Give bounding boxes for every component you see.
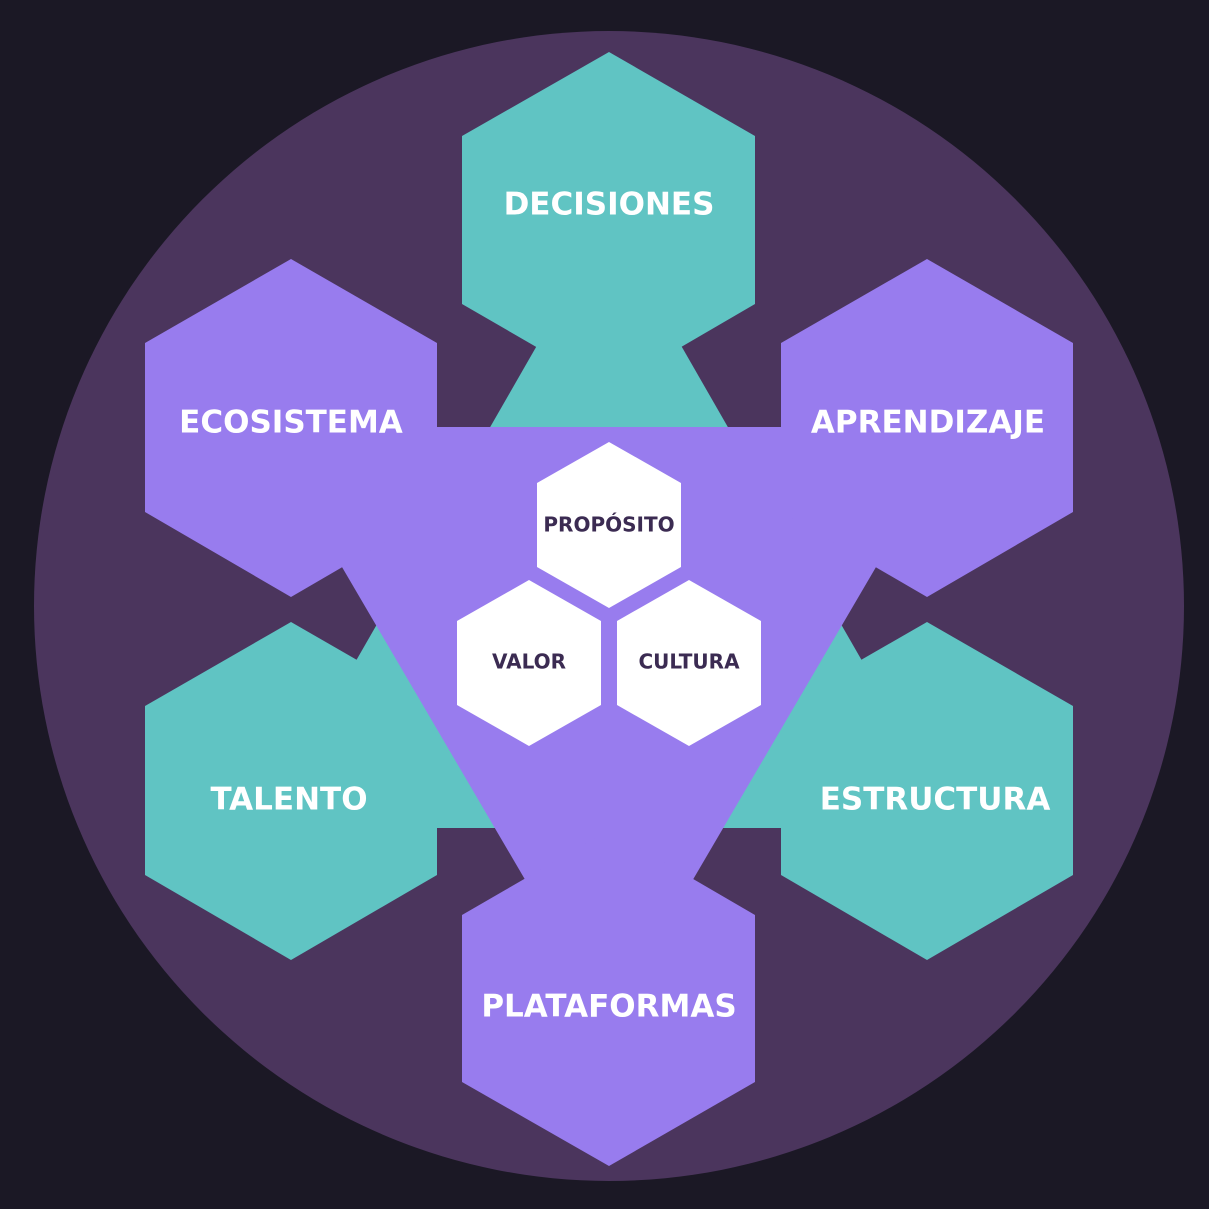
purple-triangle (260, 427, 958, 1023)
label-valor: VALOR (492, 650, 566, 674)
hexagon-cultura (617, 580, 761, 746)
label-plataformas: PLATAFORMAS (481, 989, 736, 1025)
hexagon-ecosistema (145, 259, 437, 597)
label-estructura: ESTRUCTURA (820, 782, 1051, 818)
label-proposito: PROPÓSITO (543, 513, 674, 537)
hexagon-estructura (781, 622, 1073, 960)
hexagon-talento (145, 622, 437, 960)
hexagon-decisiones (462, 52, 755, 389)
label-talento: TALENTO (210, 782, 367, 818)
hexagon-plataformas (462, 830, 755, 1166)
hexagon-proposito (537, 442, 681, 608)
hexagon-aprendizaje (781, 259, 1073, 597)
label-decisiones: DECISIONES (504, 187, 715, 223)
hexagon-valor (457, 580, 601, 746)
label-cultura: CULTURA (638, 650, 740, 674)
label-aprendizaje: APRENDIZAJE (811, 405, 1045, 441)
label-ecosistema: ECOSISTEMA (179, 405, 403, 441)
